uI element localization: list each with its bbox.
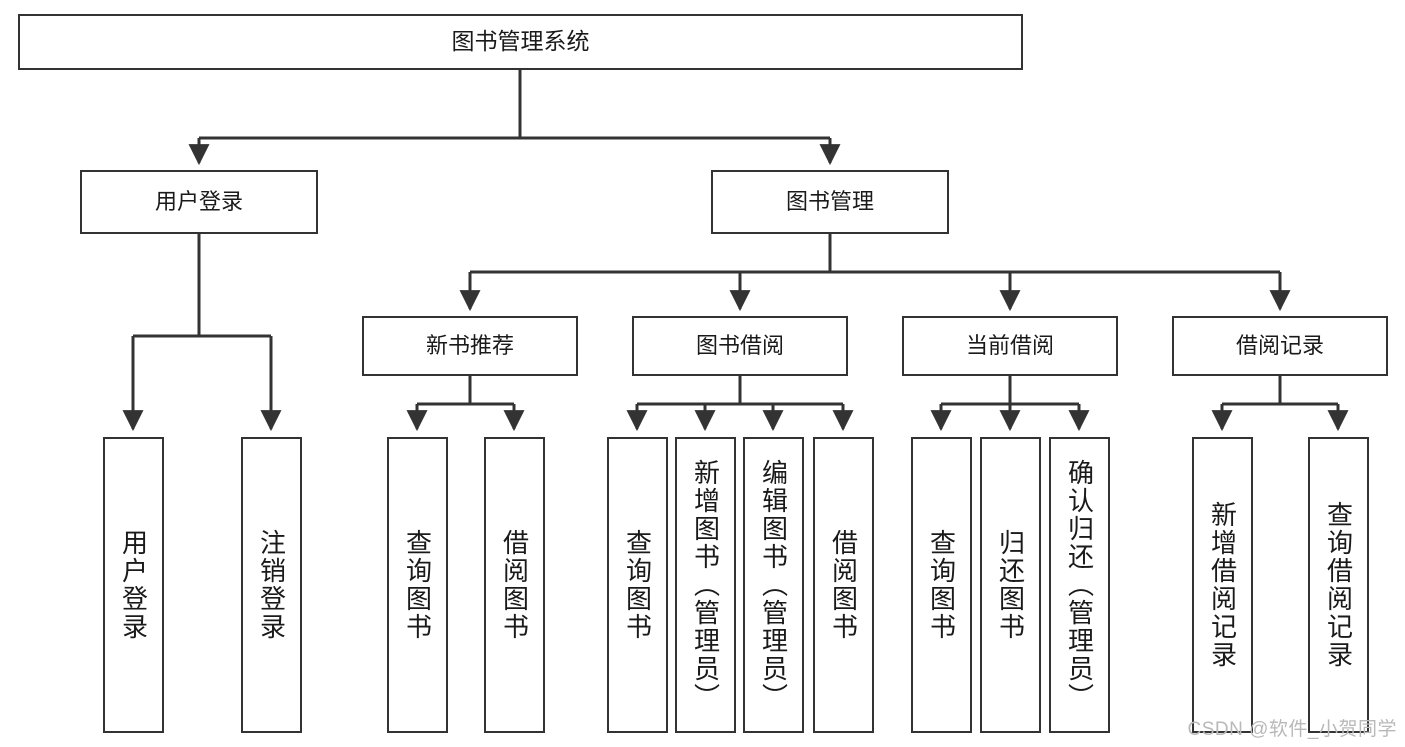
node-label: 注销登录 bbox=[256, 529, 287, 641]
leaf-current-borrow-query-book[interactable]: 查询图书 bbox=[911, 437, 972, 733]
csdn-watermark: CSDN @软件_小贺同学 bbox=[1187, 719, 1397, 740]
node-label: 借阅记录 bbox=[1235, 333, 1324, 359]
node-label: 新增借阅记录 bbox=[1207, 501, 1238, 669]
node-label: 查询图书 bbox=[926, 529, 957, 641]
node-label: 查询借阅记录 bbox=[1323, 501, 1354, 669]
node-label: 用户登录 bbox=[118, 529, 149, 641]
node-label: 当前借阅 bbox=[965, 333, 1054, 359]
node-borrow-record[interactable]: 借阅记录 bbox=[1172, 316, 1388, 376]
leaf-book-borrow-borrow-book[interactable]: 借阅图书 bbox=[813, 437, 874, 733]
node-label: 查询图书 bbox=[622, 529, 653, 641]
leaf-user-login-logout[interactable]: 注销登录 bbox=[241, 437, 302, 733]
leaf-user-login-login[interactable]: 用户登录 bbox=[103, 437, 164, 733]
node-book-borrow[interactable]: 图书借阅 bbox=[632, 316, 848, 376]
node-label: 新书推荐 bbox=[425, 333, 514, 359]
node-label: 归还图书 bbox=[995, 529, 1026, 641]
node-label: 新增图书（管理员） bbox=[690, 459, 721, 711]
node-label: 用户登录 bbox=[154, 189, 243, 215]
node-user-login[interactable]: 用户登录 bbox=[80, 170, 318, 234]
leaf-new-book-query-book[interactable]: 查询图书 bbox=[387, 437, 448, 733]
leaf-book-borrow-query-book[interactable]: 查询图书 bbox=[607, 437, 668, 733]
node-label: 借阅图书 bbox=[828, 529, 859, 641]
node-label: 查询图书 bbox=[402, 529, 433, 641]
leaf-current-borrow-return-book[interactable]: 归还图书 bbox=[980, 437, 1041, 733]
leaf-current-borrow-confirm-return-admin[interactable]: 确认归还（管理员） bbox=[1049, 437, 1110, 733]
leaf-book-borrow-add-book-admin[interactable]: 新增图书（管理员） bbox=[675, 437, 736, 733]
node-current-borrow[interactable]: 当前借阅 bbox=[902, 316, 1118, 376]
node-label: 借阅图书 bbox=[499, 529, 530, 641]
leaf-book-borrow-edit-book-admin[interactable]: 编辑图书（管理员） bbox=[743, 437, 804, 733]
node-label: 图书管理系统 bbox=[451, 28, 590, 55]
node-new-book-recommend[interactable]: 新书推荐 bbox=[362, 316, 578, 376]
leaf-new-book-borrow-book[interactable]: 借阅图书 bbox=[484, 437, 545, 733]
node-label: 确认归还（管理员） bbox=[1064, 459, 1095, 711]
node-root-system[interactable]: 图书管理系统 bbox=[18, 14, 1023, 70]
node-book-management[interactable]: 图书管理 bbox=[711, 170, 949, 234]
node-label: 图书借阅 bbox=[695, 333, 784, 359]
leaf-borrow-record-add-record[interactable]: 新增借阅记录 bbox=[1192, 437, 1253, 733]
leaf-borrow-record-query-record[interactable]: 查询借阅记录 bbox=[1308, 437, 1369, 733]
node-label: 图书管理 bbox=[785, 189, 874, 215]
node-label: 编辑图书（管理员） bbox=[758, 459, 789, 711]
